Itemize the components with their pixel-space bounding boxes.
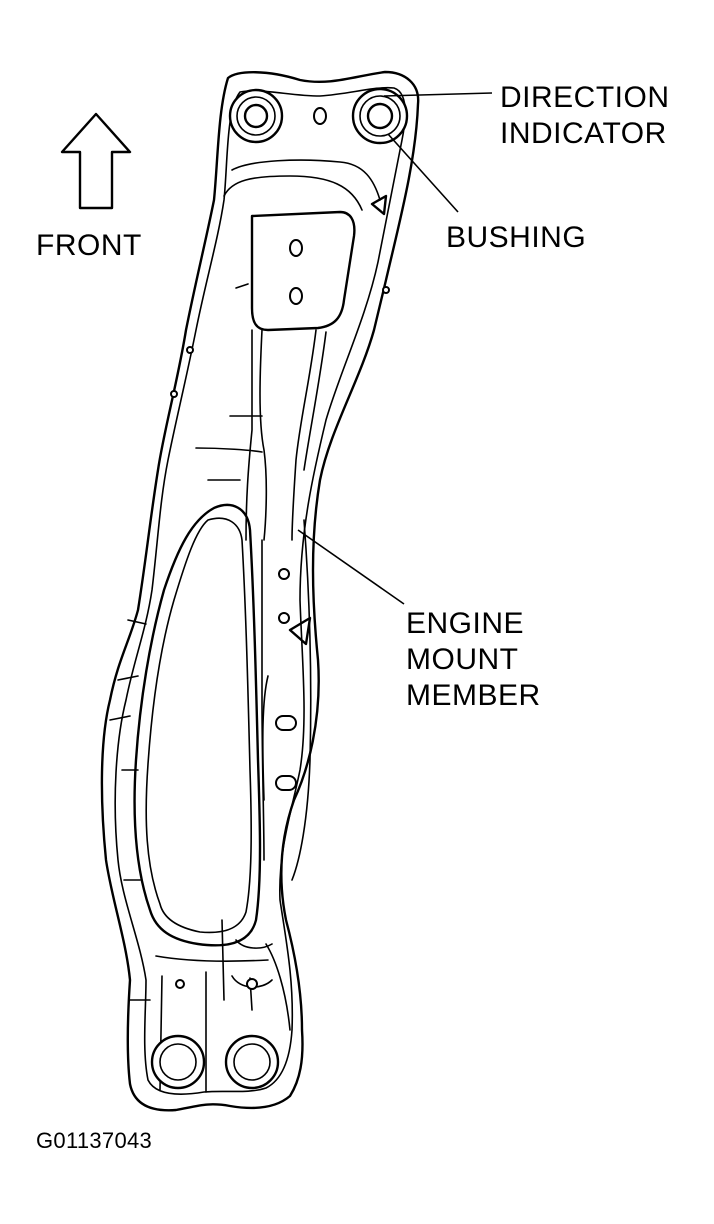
direction-label-line2: INDICATOR: [500, 117, 667, 150]
bushing-front-right: [351, 87, 409, 145]
bushing-leader: [387, 133, 459, 213]
direction-indicator-leader: [383, 92, 493, 97]
front-label: FRONT: [36, 229, 142, 262]
bushing-front-left: [228, 88, 284, 144]
bushing-label: BUSHING: [446, 221, 587, 254]
engine-label-line2: MOUNT: [406, 643, 519, 676]
engine-label-line3: MEMBER: [406, 679, 541, 712]
member-outline: [100, 70, 420, 1112]
engine-mount-leader: [297, 529, 405, 605]
direction-label-line1: DIRECTION: [500, 81, 670, 114]
bushing-rear-right: [224, 1034, 280, 1090]
bushing-rear-left: [150, 1034, 206, 1090]
direction-indicator-label: DIRECTION INDICATOR: [500, 80, 670, 152]
engine-label-line1: ENGINE: [406, 607, 525, 640]
engine-mount-member: [100, 70, 420, 1112]
engine-mount-member-label: ENGINE MOUNT MEMBER: [406, 606, 541, 714]
mounting-holes: [170, 107, 390, 990]
figure-code: G01137043: [36, 1128, 153, 1153]
up-arrow-icon: [60, 112, 132, 210]
